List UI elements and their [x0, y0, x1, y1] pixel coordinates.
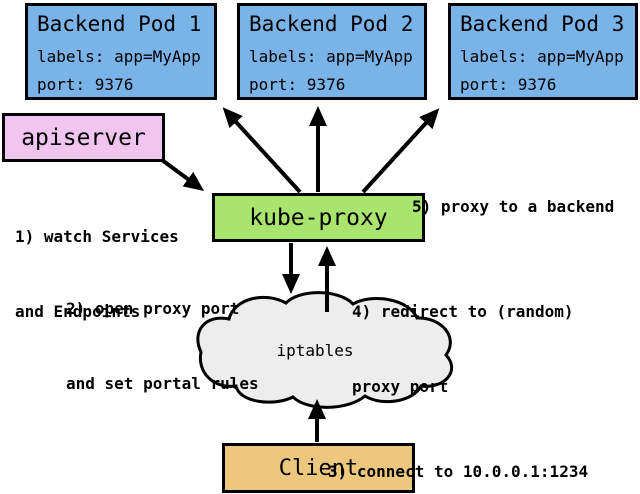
annotation-step-4-line1: 4) redirect to (random)	[352, 302, 574, 321]
pod-title: Backend Pod 2	[249, 12, 414, 36]
apiserver-box: apiserver	[2, 113, 165, 162]
iptables-cloud	[196, 291, 454, 409]
pod-port: port: 9376	[249, 75, 346, 94]
pod-title: Backend Pod 1	[37, 12, 202, 36]
client-label: Client	[278, 455, 359, 481]
annotation-step-5-line1: 5) proxy to a backend	[412, 197, 615, 216]
iptables-label: iptables	[276, 341, 354, 360]
annotation-step-4-line2: proxy port	[352, 377, 449, 396]
annotation-step-4: 4) redirect to (random) proxy port	[352, 249, 574, 449]
annotation-step-1: 1) watch Services and Endpoints	[15, 174, 179, 374]
backend-pod-3-box: Backend Pod 3 labels: app=MyApp port: 93…	[448, 3, 638, 100]
apiserver-label: apiserver	[21, 124, 146, 151]
arrow-kube-proxy-to-pod3	[361, 108, 440, 194]
pod-labels: labels: app=MyApp	[249, 47, 413, 66]
annotation-step-2: 2) open proxy port and set portal rules	[66, 246, 259, 446]
kube-proxy-box: kube-proxy	[212, 193, 425, 242]
annotation-step-2-line1: 2) open proxy port	[66, 299, 240, 318]
client-box: Client	[222, 443, 415, 493]
pod-title: Backend Pod 3	[460, 12, 625, 36]
annotation-step-2-line2: and set portal rules	[66, 374, 259, 393]
annotation-step-1-line2: and Endpoints	[15, 302, 141, 321]
annotation-step-1-line1: 1) watch Services	[15, 227, 179, 246]
pod-labels: labels: app=MyApp	[37, 47, 201, 66]
arrow-kube-proxy-to-pod1	[222, 107, 302, 194]
pod-labels: labels: app=MyApp	[460, 47, 624, 66]
backend-pod-1-box: Backend Pod 1 labels: app=MyApp port: 93…	[25, 3, 217, 100]
kube-proxy-label: kube-proxy	[249, 204, 388, 231]
backend-pod-2-box: Backend Pod 2 labels: app=MyApp port: 93…	[237, 3, 427, 100]
annotation-step-3: 3) connect to 10.0.0.1:1234	[328, 409, 588, 494]
arrow-apiserver-to-kube-proxy	[160, 158, 205, 191]
pod-port: port: 9376	[37, 75, 134, 94]
annotation-step-3-line1: 3) connect to 10.0.0.1:1234	[328, 462, 589, 481]
pod-port: port: 9376	[460, 75, 557, 94]
annotation-step-5: 5) proxy to a backend	[412, 144, 614, 269]
